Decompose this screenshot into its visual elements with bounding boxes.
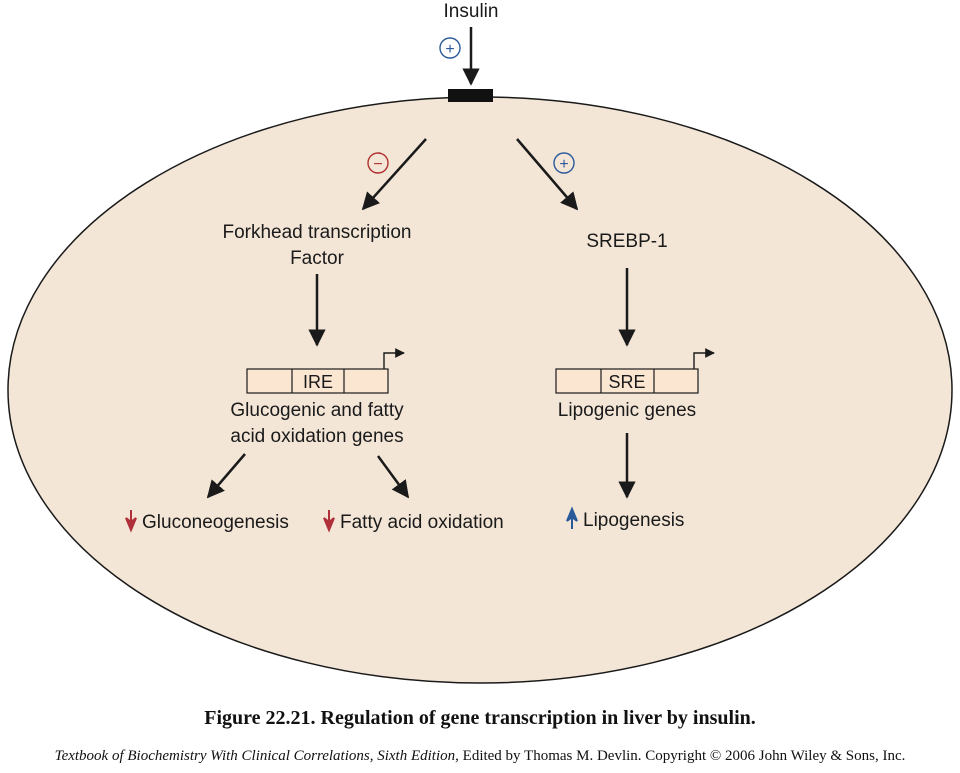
- ire-transcription-start-arrow: [383, 348, 405, 369]
- forkhead-minus-sign: −: [367, 152, 389, 174]
- insulin-label: Insulin: [444, 1, 499, 22]
- forkhead-label-line1: Forkhead transcription: [222, 222, 411, 243]
- glucogenic-genes-line2: acid oxidation genes: [230, 426, 403, 447]
- lipogenesis-up-arrow-icon: [566, 506, 578, 529]
- liver-cell: [7, 96, 953, 684]
- sre-gene-box: SRE: [555, 368, 699, 394]
- ire-label: IRE: [303, 372, 333, 392]
- srebp-label: SREBP-1: [586, 231, 667, 252]
- insulin-plus-sign: +: [439, 37, 461, 59]
- ire-gene-box: IRE: [246, 368, 389, 394]
- sre-label: SRE: [608, 372, 645, 392]
- sre-transcription-start-arrow: [693, 348, 715, 369]
- gluconeogenesis-label: Gluconeogenesis: [142, 512, 289, 533]
- lipogenic-genes-label: Lipogenic genes: [558, 400, 696, 421]
- insulin-sign-text: +: [445, 41, 454, 58]
- forkhead-sign-text: −: [373, 156, 382, 173]
- lipogenesis-label: Lipogenesis: [583, 510, 684, 531]
- arrow-to-gluconeogenesis: [206, 453, 246, 499]
- fatty-acid-oxidation-down-arrow-icon: [323, 510, 335, 533]
- arrow-to-fatty-acid-oxidation: [376, 455, 410, 499]
- srebp-sign-text: +: [559, 156, 568, 173]
- fatty-acid-oxidation-label: Fatty acid oxidation: [340, 512, 504, 533]
- glucogenic-genes-line1: Glucogenic and fatty: [230, 400, 404, 421]
- srebp-plus-sign: +: [553, 152, 575, 174]
- arrow-to-forkhead: [361, 138, 427, 211]
- source-rest: , Edited by Thomas M. Devlin. Copyright …: [455, 748, 906, 764]
- figure-caption: Figure 22.21. Regulation of gene transcr…: [204, 707, 756, 729]
- gluconeogenesis-down-arrow-icon: [125, 510, 137, 533]
- insulin-receptor: [448, 89, 493, 102]
- book-title: Textbook of Biochemistry With Clinical C…: [54, 748, 456, 764]
- source-citation: Textbook of Biochemistry With Clinical C…: [0, 748, 960, 765]
- forkhead-label-line2: Factor: [290, 248, 345, 269]
- arrow-to-srebp: [516, 138, 579, 211]
- diagram-canvas: Insulin + − + Forkhead transcription Fac…: [7, 1, 953, 684]
